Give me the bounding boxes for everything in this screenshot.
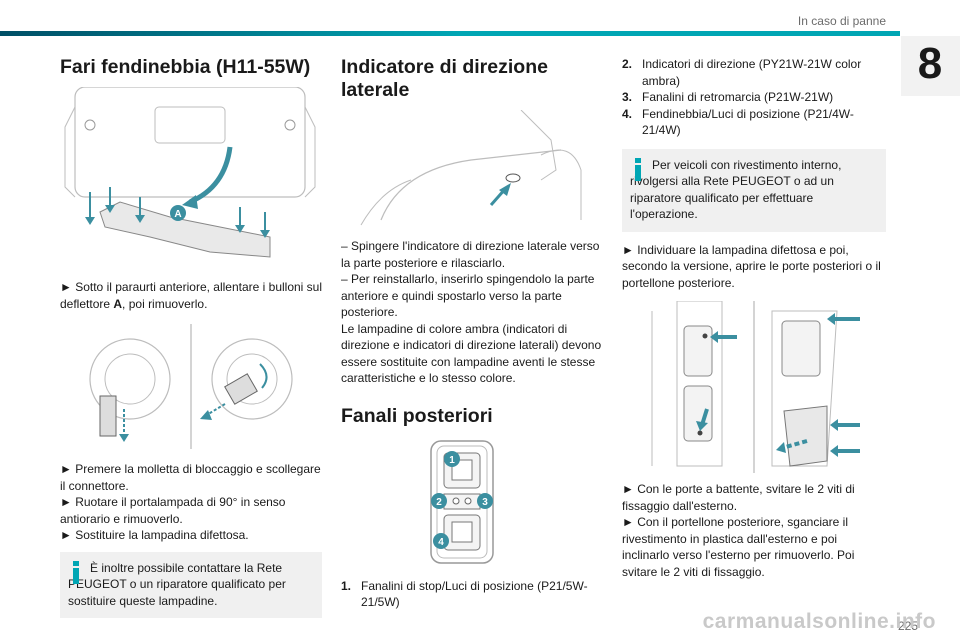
side-indicator-illustration [360,110,582,226]
rear-lamp-list: 1. Fanalini di stop/Luci di posizione (P2… [341,578,604,611]
fog-step-4: ► Sostituire la lampadina difettosa. [60,528,249,542]
rear-step-2: ► Con le porte a battente, svitare le 2 … [622,482,855,513]
fog-step-1-bold: A [113,296,123,311]
side-line-1: – Spingere l'indicatore di direzione lat… [341,239,600,270]
chapter-number: 8 [917,39,943,88]
fog-step-3: ► Ruotare il portalampada di 90° in sens… [60,495,286,526]
list-item-text: Fanalini di stop/Luci di posizione (P21/… [361,578,588,610]
figure-label-a: A [174,209,181,220]
list-item-number: 4. [622,106,633,121]
watermark: carmanualsonline.info [702,610,936,633]
lamp-label-3: 3 [482,497,488,508]
rear-info-box: Per veicoli con rivestimento interno, ri… [622,148,886,232]
chapter-tab [901,36,960,96]
list-item-text: Fanalini di retromarcia (P21W-21W) [642,90,834,104]
fog-step-1-end: , poi rimuoverlo. [122,296,208,311]
list-item: 4. Fendinebbia/Luci di posizione (P21/4W-… [622,106,886,139]
list-item-text: Indicatori di direzione (PY21W-21W color… [642,57,862,88]
lamp-label-1: 1 [449,455,455,466]
list-item: 3. Fanalini di retromarcia (P21W-21W) [622,89,886,106]
info-icon [69,560,83,585]
rear-lights-title: Fanali posteriori [341,404,493,427]
side-line-2: – Per reinstallarlo, inserirlo spingendo… [341,272,595,319]
lamp-label-4: 4 [438,537,444,548]
list-item: 2. Indicatori di direzione (PY21W-21W col… [622,56,886,89]
list-item-number: 1. [341,578,352,593]
fog-step-2: ► Premere la molletta di bloccaggio e sc… [60,462,321,493]
rear-doors-illustration [651,301,860,473]
list-item: 1. Fanalini di stop/Luci di posizione (P2… [341,578,604,611]
list-item-text: Fendinebbia/Luci di posizione (P21/4W-21… [642,106,854,138]
rear-light-cluster-illustration: 1 2 3 4 [430,439,494,564]
fog-step-1-text: ► Sotto il paraurti anteriore, allentare… [60,280,323,311]
fog-lamp-connector-illustration [89,324,293,449]
header-accent-gradient [0,31,460,36]
column-side-indicator: Indicatore di direzione laterale – Sping… [341,56,604,611]
section-title: In caso di panne [797,14,886,28]
rear-step-1: ► Individuare la lampadina difettosa e p… [622,242,881,290]
side-line-3: Le lampadine di colore ambra (indicatori… [341,321,602,386]
fog-step-1: ► Sotto il paraurti anteriore, allentare… [60,279,322,312]
rear-lamp-list-cont: 2. Indicatori di direzione (PY21W-21W col… [622,56,886,139]
page-number: 225 [897,619,918,633]
fog-info-box: È inoltre possibile contattare la Rete P… [60,551,322,618]
lamp-label-2: 2 [436,497,442,508]
column-fog-lights: Fari fendinebbia (H11-55W) A ► Sotto il … [60,56,322,618]
bumper-deflector-illustration: A [64,87,316,258]
side-indicator-title: Indicatore di direzione laterale [341,56,548,101]
fog-lights-title: Fari fendinebbia (H11-55W) [60,56,311,78]
fog-info-text: È inoltre possibile contattare la Rete P… [68,560,286,608]
info-icon [631,157,645,182]
rear-step-3: ► Con il portellone posteriore, sganciar… [622,515,855,579]
list-item-number: 2. [622,57,633,71]
list-item-number: 3. [622,90,633,104]
rear-info-text: Per veicoli con rivestimento interno, ri… [630,157,842,222]
column-rear-lights: 2. Indicatori di direzione (PY21W-21W col… [622,56,886,580]
